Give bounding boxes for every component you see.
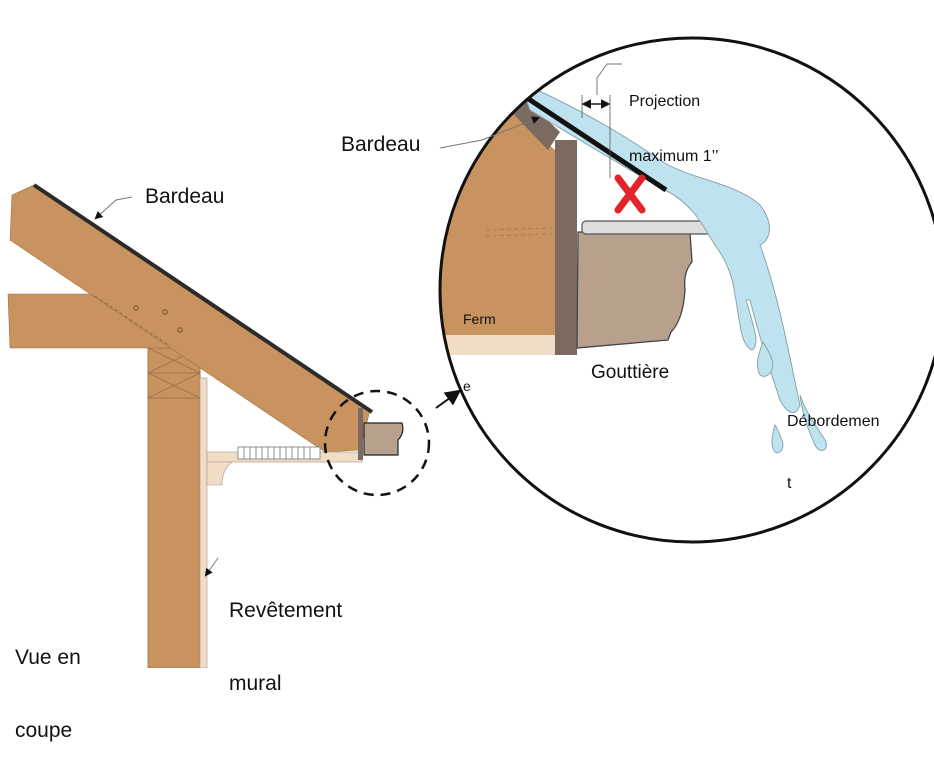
gutter-hanger: [581, 220, 718, 235]
water-drop: [799, 394, 827, 451]
bardeau-left-leader: [94, 196, 133, 220]
label-vue-line1: Vue en: [15, 646, 81, 670]
label-debordement: Débordemen t: [787, 370, 880, 516]
error-x-icon: [614, 174, 646, 214]
soffit-detail: [440, 335, 555, 355]
label-bardeau-detail: Bardeau: [341, 133, 421, 156]
detail-view: [438, 36, 934, 544]
label-revetement-line1: Revêtement: [229, 599, 343, 623]
roof-section-diagram: [7, 36, 934, 668]
detail-callout-circle: [323, 389, 431, 497]
label-revetement-mural: Revêtement mural: [229, 551, 342, 720]
label-projection-line2: maximum 1’’: [629, 147, 719, 165]
label-ferme: Ferm e: [463, 263, 496, 420]
label-ferme-line1: Ferm: [463, 310, 496, 327]
label-gouttiere: Gouttière: [591, 362, 670, 383]
label-vue-line2: coupe: [15, 718, 73, 742]
revetement-leader: [204, 557, 219, 577]
label-debordement-line1: Débordemen: [787, 412, 880, 430]
label-projection-maximum: Projection maximum 1’’: [629, 56, 719, 185]
water-drop: [756, 340, 774, 377]
detail-magnified-circle: [438, 36, 934, 544]
label-vue-en-coupe: Vue en coupe: [15, 598, 81, 767]
wall-siding: [199, 377, 208, 668]
wall-stud: [147, 347, 201, 668]
label-bardeau-left: Bardeau: [145, 185, 225, 208]
gutter-small: [363, 422, 404, 456]
detail-connector-arrow: [435, 389, 462, 409]
water-overflow: [519, 81, 801, 414]
gutter-detail: [576, 231, 693, 349]
shingle-left: [32, 183, 374, 414]
label-debordement-line2: t: [787, 474, 792, 492]
label-projection-line1: Projection: [629, 92, 701, 110]
label-ferme-line2: e: [463, 377, 471, 394]
bardeau-detail-leader: [439, 116, 540, 149]
fascia-detail: [555, 140, 577, 355]
cross-section-view: [7, 183, 462, 668]
fascia-left: [358, 408, 363, 460]
water-drop: [771, 423, 784, 454]
soffit-vent: [237, 446, 321, 460]
label-revetement-line2: mural: [229, 671, 282, 695]
shingle-detail: [513, 87, 668, 193]
projection-leader: [596, 63, 622, 95]
